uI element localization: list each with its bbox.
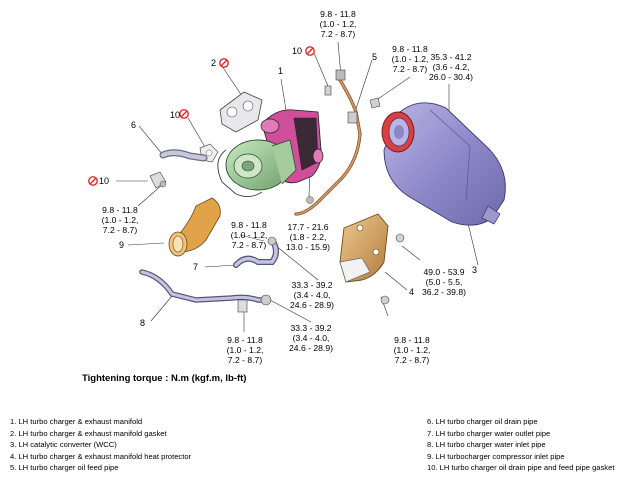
legend-item: 3. LH catalytic converter (WCC) [10, 440, 117, 450]
callout-2: 2 [211, 58, 216, 68]
legend-item: 9. LH turbocharger compressor inlet pipe [427, 451, 565, 461]
callout-9: 9 [119, 240, 124, 250]
catalytic-converter [381, 102, 506, 226]
leader-lines [116, 41, 479, 332]
torque-bottom-left: 9.8 - 11.8(1.0 - 1.2,7.2 - 8.7) [227, 335, 264, 365]
callout-10-top: 10 [292, 46, 302, 56]
callout-4: 4 [409, 287, 414, 297]
callout-6: 6 [131, 120, 136, 130]
legend-item: 8. LH turbo charger water inlet pipe [427, 440, 546, 450]
part-numbers: 1 2 3 4 5 6 7 8 9 10 10 10 [99, 46, 477, 328]
compressor-inlet-pipe [168, 197, 221, 257]
legend-item: 6. LH turbo charger oil drain pipe [427, 417, 538, 426]
no-reuse-icon [88, 176, 98, 186]
water-inlet-pipe [139, 269, 272, 313]
legend-item: 4. LH turbo charger & exhaust manifold h… [10, 451, 192, 461]
legend-item: 10. LH turbo charger oil drain pipe and … [427, 463, 615, 473]
torque-bottom-right: 9.8 - 11.8(1.0 - 1.2,7.2 - 8.7) [394, 335, 431, 365]
callout-5: 5 [372, 52, 377, 62]
legend-item: 7. LH turbo charger water outlet pipe [427, 428, 551, 438]
legend-item: 5. LH turbo charger oil feed pipe [10, 463, 119, 473]
water-outlet-pipe [233, 236, 279, 268]
callout-8: 8 [140, 318, 145, 328]
torque-heat-protector: 49.0 - 53.9(5.0 - 5.5,36.2 - 39.8) [422, 267, 466, 297]
callout-1: 1 [278, 66, 283, 76]
callout-10-left: 10 [99, 176, 109, 186]
legend-item: 2. LH turbo charger & exhaust manifold g… [10, 428, 167, 438]
parts-legend-left: 1. LH turbo charger & exhaust manifold 2… [10, 416, 310, 474]
manifold-gasket [219, 91, 263, 133]
torque-callouts: 9.8 - 11.8(1.0 - 1.2,7.2 - 8.7) 9.8 - 11… [102, 9, 474, 365]
no-reuse-icon [219, 58, 229, 68]
torque-left: 9.8 - 11.8(1.0 - 1.2,7.2 - 8.7) [102, 205, 139, 235]
legend-item: 1. LH turbo charger & exhaust manifold [10, 417, 143, 426]
turbocharger-body [217, 139, 297, 197]
torque-right-top: 9.8 - 11.8(1.0 - 1.2,7.2 - 8.7) [392, 44, 429, 74]
torque-top: 9.8 - 11.8(1.0 - 1.2,7.2 - 8.7) [320, 9, 357, 39]
heat-protector [339, 213, 389, 283]
torque-center: 9.8 - 11.8(1.0 - 1.2,7.2 - 8.7) [231, 220, 268, 250]
torque-drain: 17.7 - 21.6(1.8 - 2.2,13.0 - 15.9) [286, 222, 330, 252]
no-reuse-icon [179, 109, 189, 119]
parts-legend-right: 6. LH turbo charger oil drain pipe 7. LH… [427, 416, 632, 474]
torque-low: 33.3 - 39.2(3.4 - 4.0,24.6 - 28.9) [289, 323, 333, 353]
callout-7: 7 [193, 262, 198, 272]
torque-wcc: 35.3 - 41.2(3.6 - 4.2,26.0 - 30.4) [429, 52, 473, 82]
no-reuse-icon [305, 46, 315, 56]
callout-3: 3 [472, 265, 477, 275]
oil-feed-pipe [294, 69, 362, 216]
torque-unit-note: Tightening torque : N.m (kgf.m, lb-ft) [82, 373, 247, 384]
callout-10-center: 10 [170, 110, 180, 120]
oil-drain-pipe [149, 149, 208, 189]
torque-mid: 33.3 - 39.2(3.4 - 4.0,24.6 - 28.9) [290, 280, 334, 310]
